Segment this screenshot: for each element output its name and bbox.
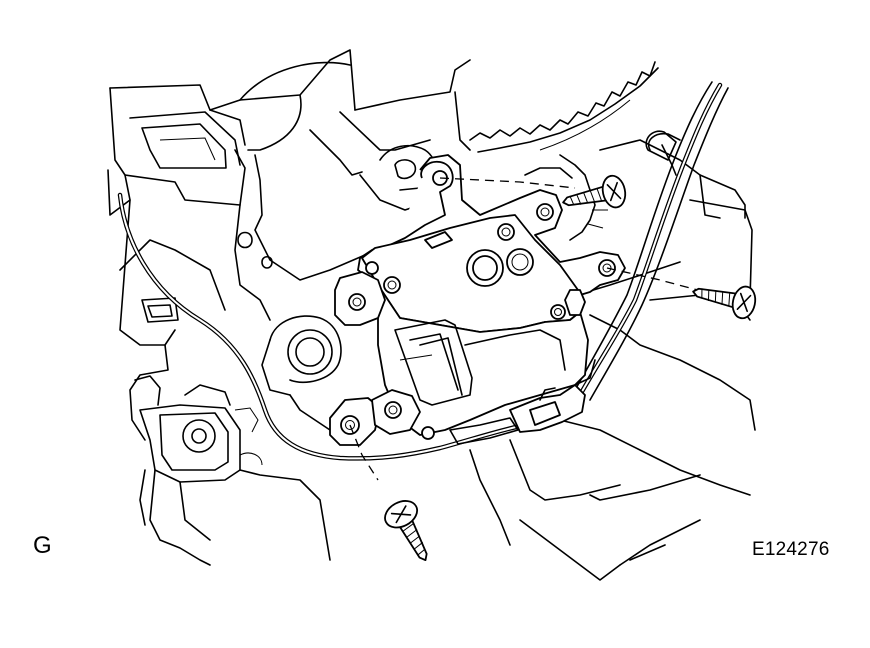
figure-id: E124276 (752, 539, 830, 560)
screw-icon (692, 285, 757, 320)
servo-motor-actuator (329, 154, 626, 446)
heater-housing (107, 49, 756, 581)
view-letter: G (33, 532, 52, 559)
screw-icon (384, 500, 428, 562)
screw-guide-lines (349, 177, 706, 481)
screw-icon (562, 174, 627, 209)
wire-harness (117, 81, 729, 461)
